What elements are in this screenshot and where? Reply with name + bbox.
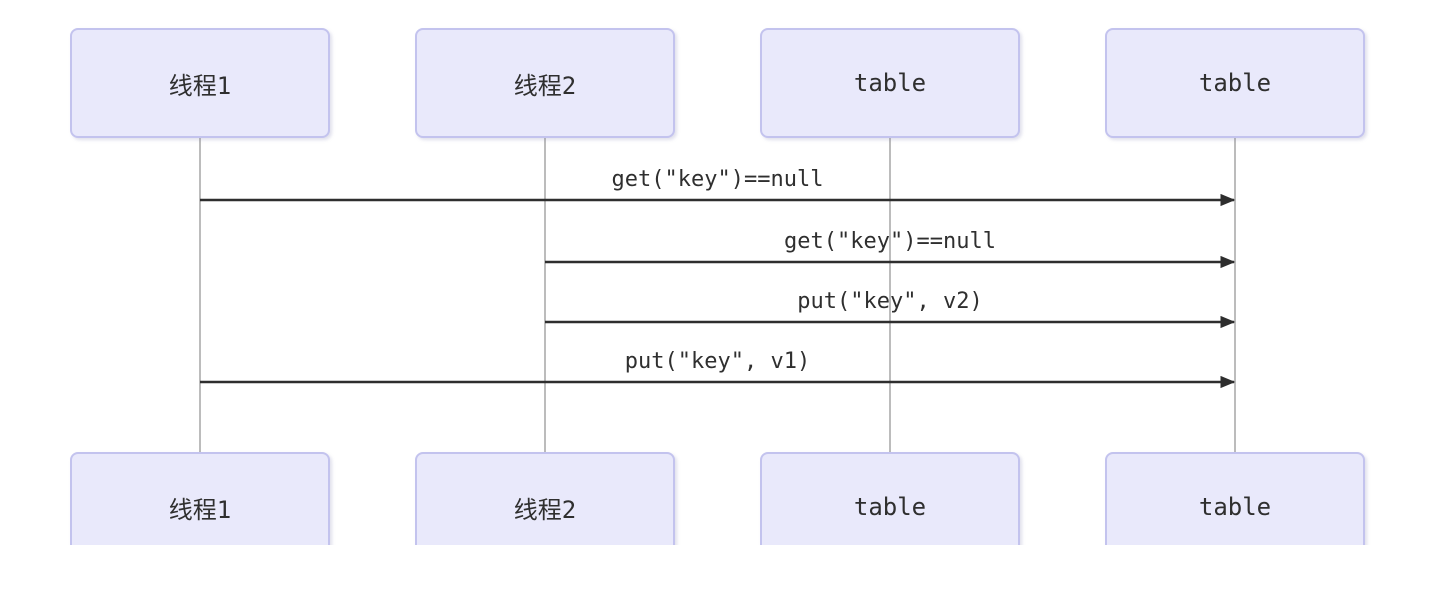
actor-label: table <box>853 69 927 97</box>
message-arrows <box>200 193 1236 389</box>
message-label-3: put("key", v1) <box>624 349 811 374</box>
actor-box-top-0: 线程1 <box>70 28 330 138</box>
diagram-lines-layer <box>199 138 1236 452</box>
message-label-1: get("key")==null <box>784 229 996 254</box>
actor-label: 线程1 <box>168 71 232 100</box>
actor-label: 线程2 <box>513 495 577 524</box>
message-label-0: get("key")==null <box>611 167 824 192</box>
actor-box-top-2: table <box>760 28 1020 138</box>
actor-box-top-3: table <box>1105 28 1365 138</box>
actor-box-bottom-0: 线程1 <box>70 452 330 545</box>
actor-box-top-1: 线程2 <box>415 28 675 138</box>
lifelines <box>199 138 1236 452</box>
actor-label: table <box>853 493 927 521</box>
diagram-viewport: 线程1 线程1 线程2 线程2 table table table table get("ke… <box>70 28 1365 545</box>
actor-box-bottom-2: table <box>760 452 1020 545</box>
actor-label: table <box>1198 493 1272 521</box>
message-label-2: put("key", v2) <box>797 289 983 314</box>
actor-label: 线程2 <box>513 71 577 100</box>
actor-box-bottom-1: 线程2 <box>415 452 675 545</box>
actor-label: table <box>1198 69 1272 97</box>
actor-box-bottom-3: table <box>1105 452 1365 545</box>
actor-label: 线程1 <box>168 495 232 524</box>
